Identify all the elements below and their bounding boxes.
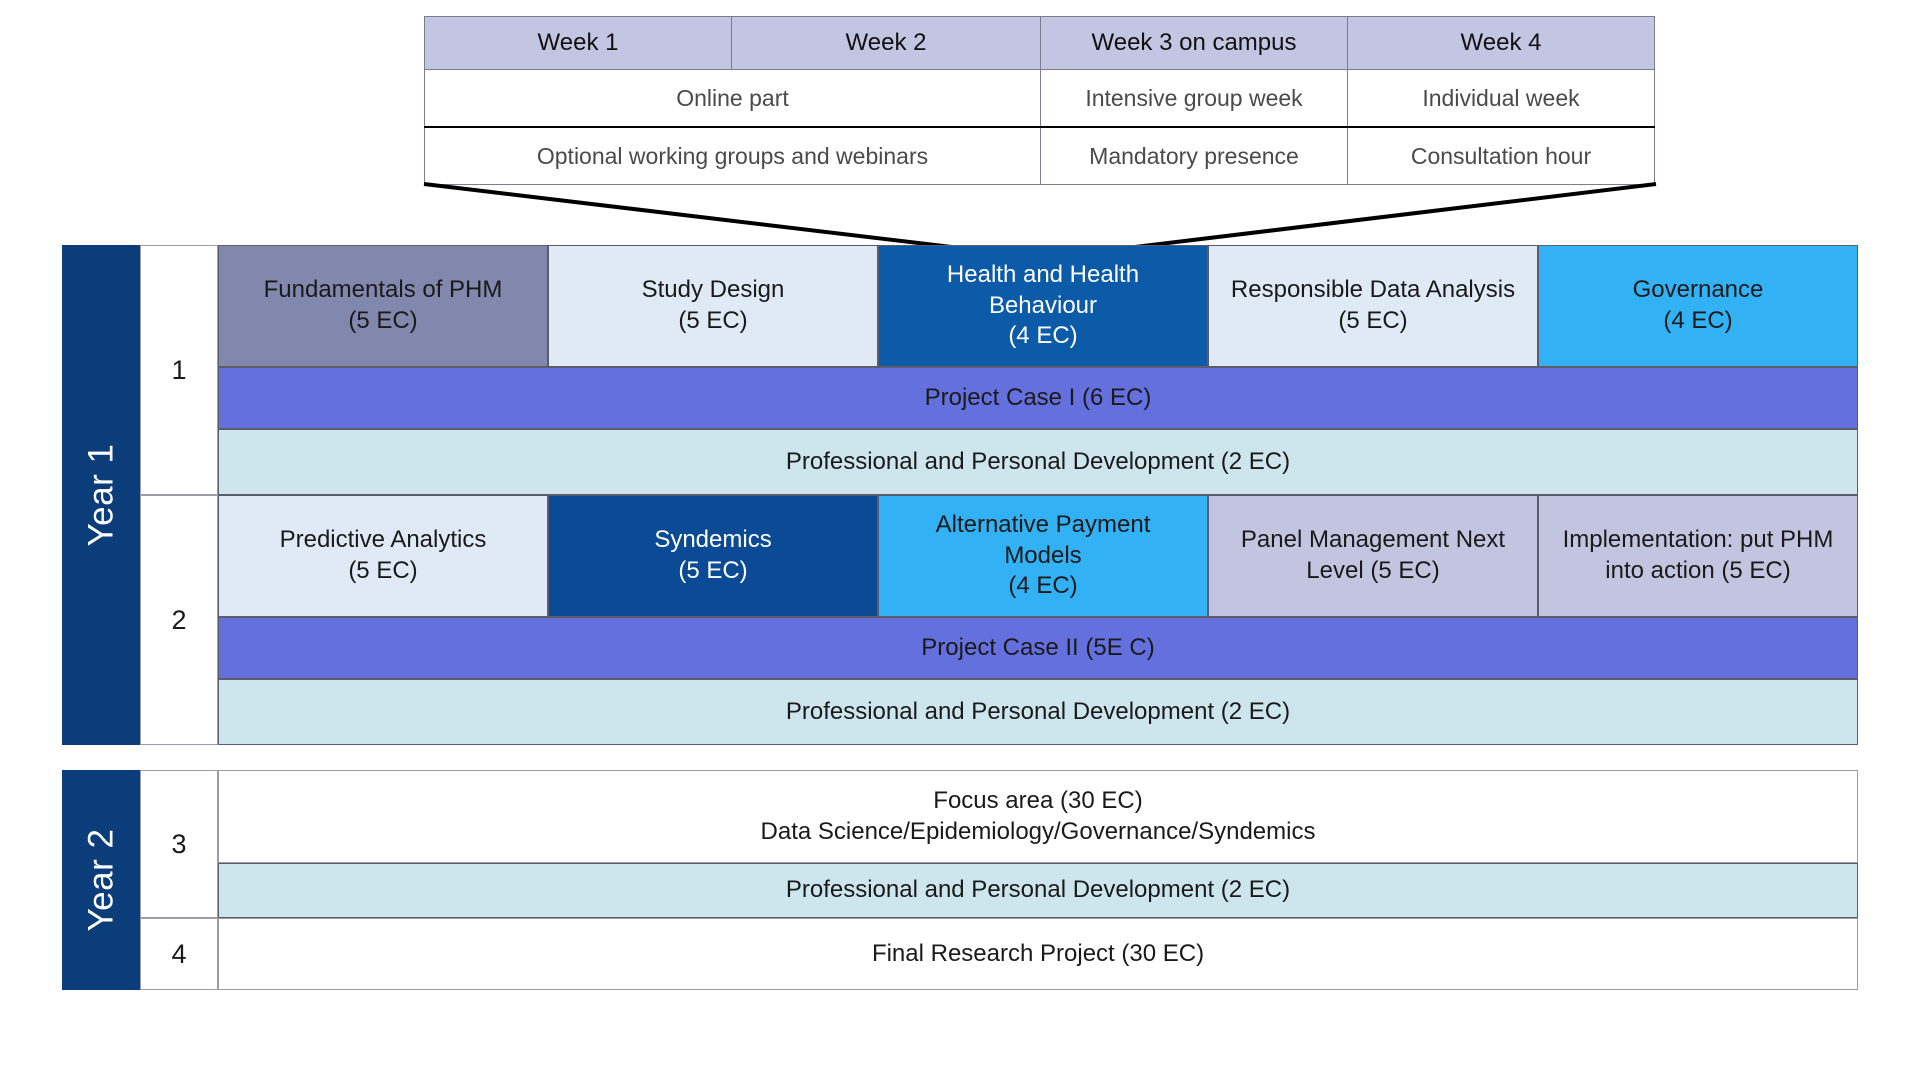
semester-2-number-cell: 2 <box>140 495 218 745</box>
course-credits: (5 EC) <box>348 557 418 584</box>
focus-area-block: Focus area (30 EC) Data Science/Epidemio… <box>218 770 1858 863</box>
course-title-line-1: Health and Health <box>946 260 1140 288</box>
year-1-label: Year 1 <box>81 443 121 547</box>
week-header-cell-4: Week 4 <box>1347 16 1655 70</box>
project-case-1: Project Case I (6 EC) <box>218 367 1858 429</box>
project-case-1-label: Project Case I (6 EC) <box>924 383 1152 411</box>
course-implementation-put-phm-into-action: Implementation: put PHM into action (5 E… <box>1538 495 1858 617</box>
course-health-and-health-behaviour: Health and Health Behaviour (4 EC) <box>878 245 1208 367</box>
year-2-label: Year 2 <box>81 828 121 932</box>
course-responsible-data-analysis: Responsible Data Analysis (5 EC) <box>1208 245 1538 367</box>
week-activity-individual-week: Individual week <box>1347 69 1655 128</box>
semester-4-number: 4 <box>171 938 187 969</box>
course-study-design: Study Design (5 EC) <box>548 245 878 367</box>
course-title-line-2: Level (5 EC) <box>1306 557 1440 584</box>
course-credits: (5 EC) <box>1338 307 1408 334</box>
semester-3-number-cell: 3 <box>140 770 218 918</box>
course-credits: (4 EC) <box>1663 307 1733 334</box>
week-header-cell-2: Week 2 <box>731 16 1041 70</box>
development-label: Professional and Personal Development (2… <box>785 876 1291 904</box>
course-title: Study Design <box>641 276 785 304</box>
week-detail-consultation-hour: Consultation hour <box>1347 126 1655 185</box>
course-title: Governance <box>1632 276 1764 304</box>
year-1-band: Year 1 <box>62 245 140 745</box>
course-credits: (4 EC) <box>1008 572 1078 600</box>
final-research-project-block: Final Research Project (30 EC) <box>218 918 1858 990</box>
development-semester-2: Professional and Personal Development (2… <box>218 679 1858 745</box>
final-research-project-label: Final Research Project (30 EC) <box>871 939 1205 967</box>
development-label: Professional and Personal Development (2… <box>785 697 1291 725</box>
course-title-line-1: Panel Management Next <box>1240 526 1506 554</box>
week-header-cell-1: Week 1 <box>424 16 732 70</box>
course-panel-management-next-level: Panel Management Next Level (5 EC) <box>1208 495 1538 617</box>
course-title-line-2: Models <box>1004 541 1082 569</box>
course-title-line-1: Implementation: put PHM <box>1562 526 1834 554</box>
week-detail-row: Optional working groups and webinars Man… <box>424 126 1655 185</box>
week-detail-optional-working-groups: Optional working groups and webinars <box>424 126 1041 185</box>
course-title: Predictive Analytics <box>279 526 487 554</box>
course-credits: (5 EC) <box>678 557 748 584</box>
course-title-line-1: Alternative Payment <box>935 510 1151 538</box>
course-title: Fundamentals of PHM <box>263 276 503 304</box>
semester-1-number: 1 <box>171 354 187 385</box>
focus-area-tracks: Data Science/Epidemiology/Governance/Syn… <box>760 817 1316 845</box>
course-title: Syndemics <box>654 526 772 554</box>
week-activity-intensive-group-week: Intensive group week <box>1040 69 1348 128</box>
semester-2-number: 2 <box>171 604 187 635</box>
week-activity-row: Online part Intensive group week Individ… <box>424 69 1655 128</box>
week-activity-online-part: Online part <box>424 69 1041 128</box>
project-case-2: Project Case II (5E C) <box>218 617 1858 679</box>
course-title-line-2: Behaviour <box>988 291 1098 319</box>
course-credits: (5 EC) <box>678 307 748 334</box>
week-header-cell-3: Week 3 on campus <box>1040 16 1348 70</box>
course-governance: Governance (4 EC) <box>1538 245 1858 367</box>
semester-3-number: 3 <box>171 828 187 859</box>
semester-1-number-cell: 1 <box>140 245 218 495</box>
course-title: Responsible Data Analysis <box>1230 276 1516 304</box>
week-detail-mandatory-presence: Mandatory presence <box>1040 126 1348 185</box>
week-header-row: Week 1 Week 2 Week 3 on campus Week 4 <box>424 16 1655 70</box>
project-case-2-label: Project Case II (5E C) <box>921 633 1155 661</box>
focus-area-title: Focus area (30 EC) <box>933 786 1143 814</box>
year-2-band: Year 2 <box>62 770 140 990</box>
development-semester-1: Professional and Personal Development (2… <box>218 429 1858 495</box>
course-title-line-2: into action (5 EC) <box>1605 557 1791 584</box>
course-syndemics: Syndemics (5 EC) <box>548 495 878 617</box>
course-fundamentals-of-phm: Fundamentals of PHM (5 EC) <box>218 245 548 367</box>
semester-4-number-cell: 4 <box>140 918 218 990</box>
course-credits: (5 EC) <box>348 307 418 334</box>
development-semester-3: Professional and Personal Development (2… <box>218 863 1858 918</box>
week-schedule-table: Week 1 Week 2 Week 3 on campus Week 4 On… <box>424 16 1655 185</box>
course-alternative-payment-models: Alternative Payment Models (4 EC) <box>878 495 1208 617</box>
development-label: Professional and Personal Development (2… <box>785 447 1291 475</box>
course-credits: (4 EC) <box>1008 322 1078 350</box>
course-predictive-analytics: Predictive Analytics (5 EC) <box>218 495 548 617</box>
